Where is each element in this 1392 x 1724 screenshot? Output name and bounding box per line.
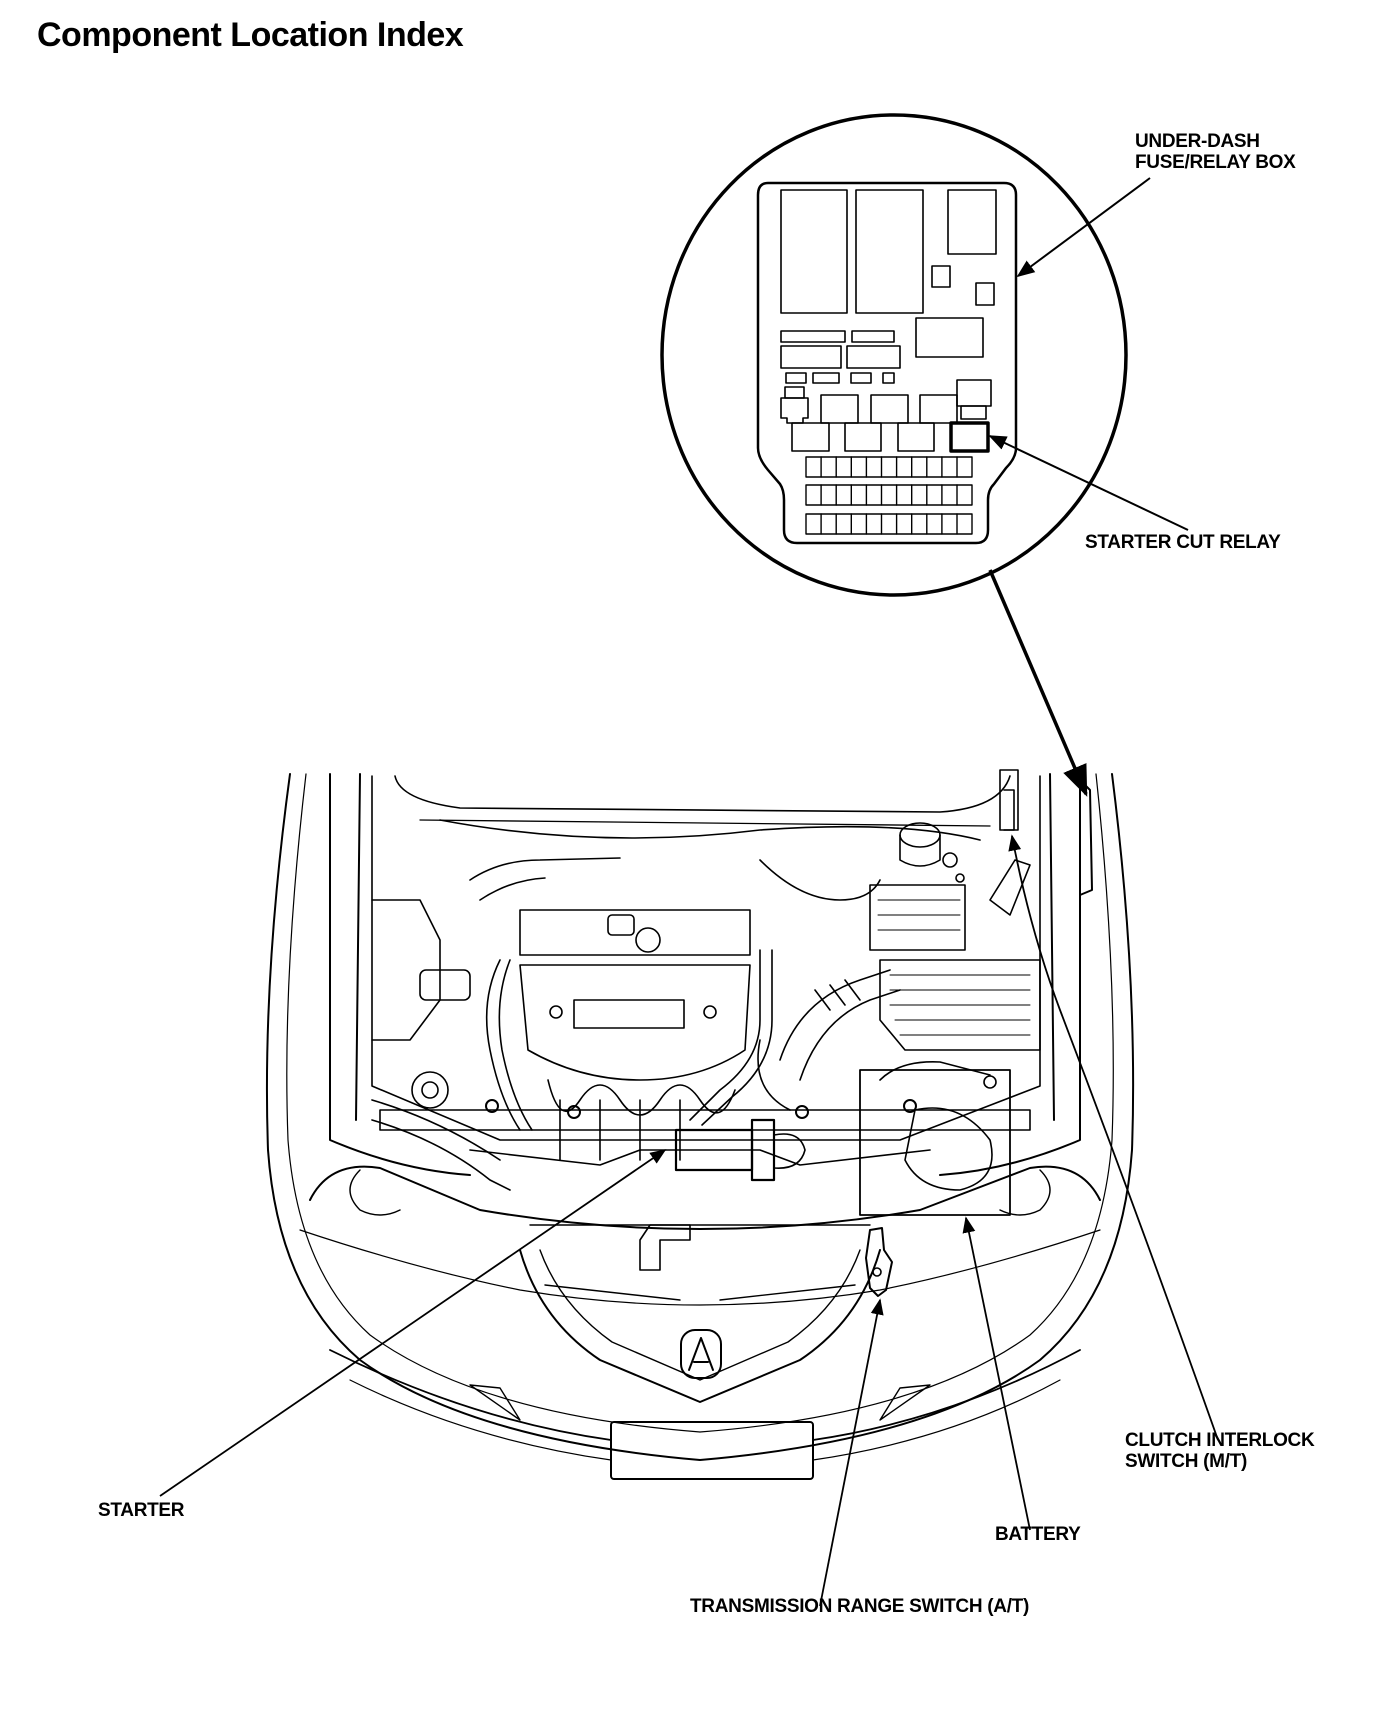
label-line: BATTERY (995, 1524, 1081, 1545)
label-line: SWITCH (M/T) (1125, 1451, 1247, 1472)
label-under-dash-fuse-relay-box: UNDER-DASH FUSE/RELAY BOX (1135, 131, 1296, 173)
fuse-rows (805, 456, 973, 535)
label-clutch-interlock-switch: CLUTCH INTERLOCK SWITCH (M/T) (1125, 1430, 1315, 1472)
label-starter-cut-relay: STARTER CUT RELAY (1085, 532, 1281, 553)
label-line: UNDER-DASH (1135, 131, 1260, 152)
transmission-range-switch-shape (865, 1227, 893, 1297)
leader-fuse-box-location (988, 569, 1088, 797)
label-line: FUSE/RELAY BOX (1135, 152, 1296, 173)
fuse-row (805, 456, 973, 478)
label-line: CLUTCH INTERLOCK (1125, 1430, 1315, 1451)
battery-shape (859, 1069, 1011, 1216)
leader-battery (962, 1216, 1031, 1531)
label-line: STARTER (98, 1500, 185, 1521)
label-battery: BATTERY (995, 1524, 1081, 1545)
starter-cut-relay-slot (949, 421, 990, 453)
leader-under-dash-fuse-box (1016, 177, 1151, 278)
leader-starter (159, 1149, 667, 1497)
label-transmission-range-switch: TRANSMISSION RANGE SWITCH (A/T) (690, 1596, 1029, 1617)
fuse-row (805, 484, 973, 506)
car-body (265, 773, 1135, 1480)
label-line: STARTER CUT RELAY (1085, 532, 1281, 553)
leader-starter-cut-relay (988, 435, 1189, 531)
fuse-box-relays (780, 189, 997, 452)
fuse-box-outline (756, 181, 1018, 545)
label-starter: STARTER (98, 1500, 185, 1521)
leader-clutch-interlock (1008, 834, 1219, 1441)
leader-transmission-range-switch (819, 1298, 884, 1607)
fuse-row (805, 513, 973, 535)
leader-lines (159, 177, 1219, 1607)
label-line: TRANSMISSION RANGE SWITCH (A/T) (690, 1596, 1030, 1617)
fuse-box-detail (660, 113, 1128, 597)
engine-bay (371, 769, 1093, 1297)
detail-circle (660, 113, 1128, 597)
license-plate (610, 1421, 814, 1480)
page-title: Component Location Index (37, 16, 464, 54)
